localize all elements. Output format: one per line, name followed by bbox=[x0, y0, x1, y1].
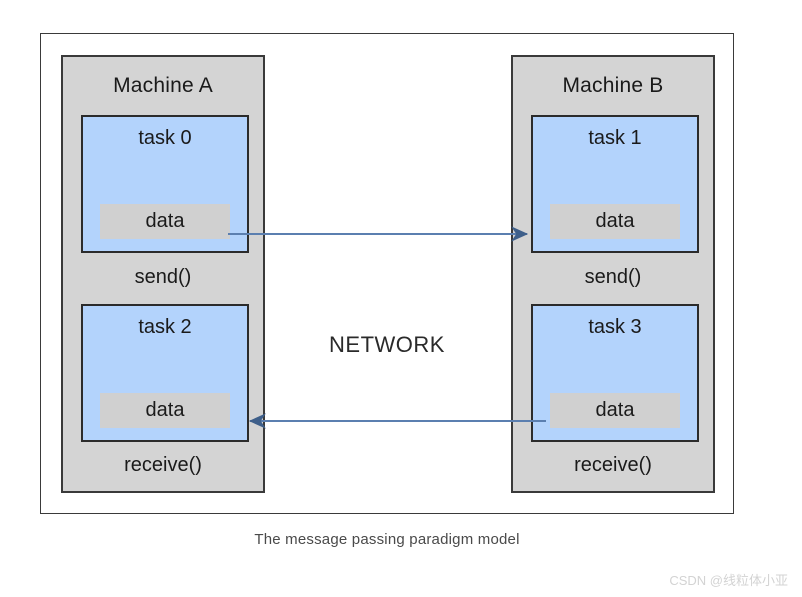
task-3-label: task 3 bbox=[588, 316, 642, 338]
task-1-box: task 1 data bbox=[531, 115, 699, 253]
task-2-data-strip: data bbox=[100, 393, 230, 428]
task-0-label: task 0 bbox=[138, 127, 192, 149]
task-2-label: task 2 bbox=[138, 316, 192, 338]
diagram-caption: The message passing paradigm model bbox=[254, 531, 520, 548]
task-0-data-strip: data bbox=[100, 204, 230, 239]
task-2-box: task 2 data bbox=[81, 304, 249, 442]
machine-b-title: Machine B bbox=[562, 74, 664, 97]
csdn-watermark: CSDN @线粒体小亚 bbox=[669, 573, 788, 588]
machine-b-receive-label: receive() bbox=[574, 454, 652, 476]
machine-b-container: Machine B task 1 data send() task 3 data… bbox=[511, 55, 715, 493]
machine-a-title: Machine A bbox=[113, 74, 213, 97]
machine-b-send-label: send() bbox=[584, 266, 642, 288]
machine-a-container: Machine A task 0 data send() task 2 data… bbox=[61, 55, 265, 493]
network-label: NETWORK bbox=[329, 332, 445, 357]
machine-a-send-label: send() bbox=[134, 266, 192, 288]
task-0-box: task 0 data bbox=[81, 115, 249, 253]
task-1-data-strip: data bbox=[550, 204, 680, 239]
task-3-data-strip: data bbox=[550, 393, 680, 428]
task-3-box: task 3 data bbox=[531, 304, 699, 442]
machine-a-receive-label: receive() bbox=[124, 454, 202, 476]
task-1-label: task 1 bbox=[588, 127, 642, 149]
